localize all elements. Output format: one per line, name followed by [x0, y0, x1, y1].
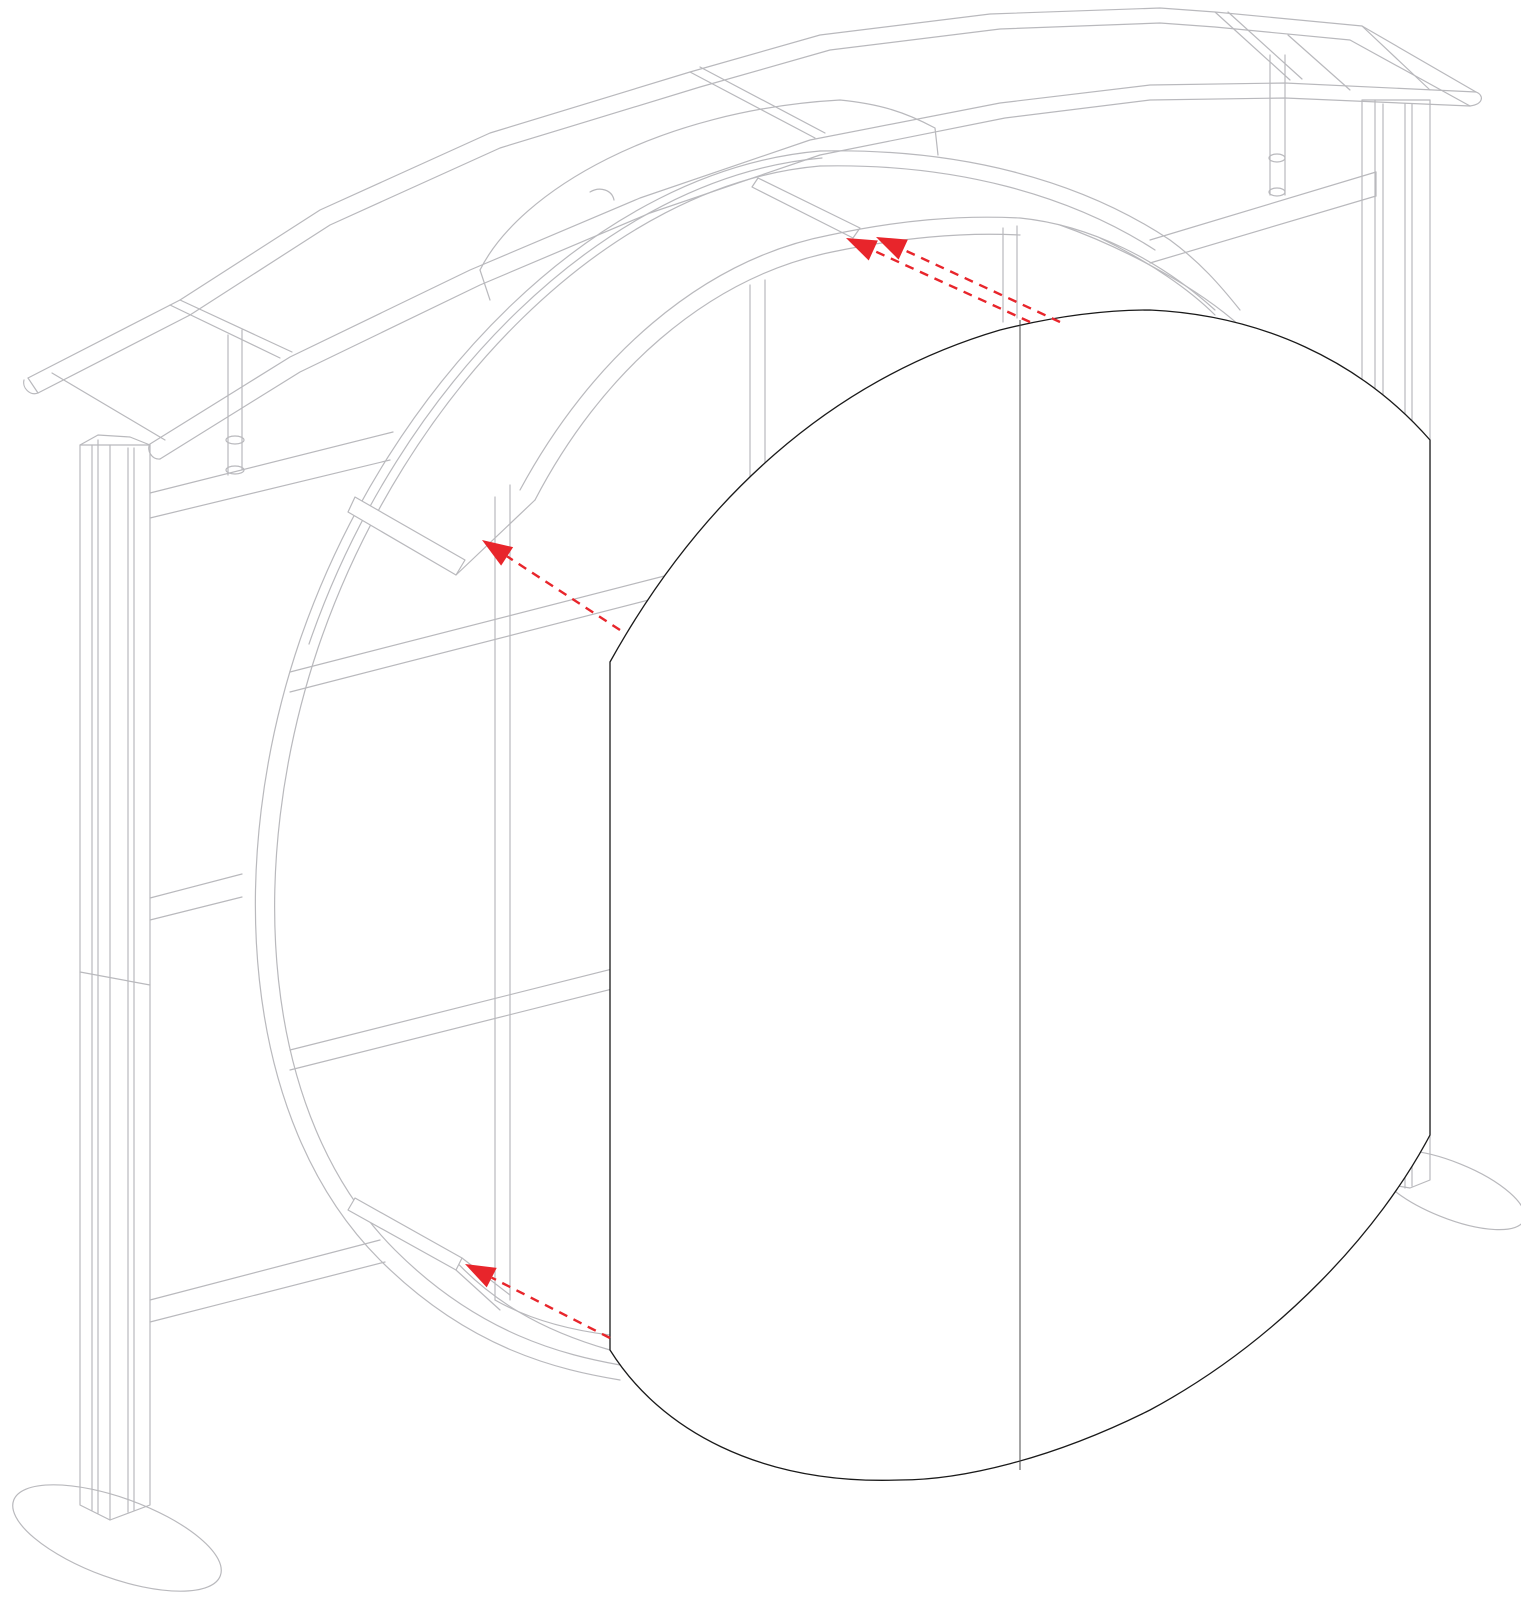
arrow-top-right-shaft: [902, 248, 1061, 324]
arrow-lower-left-shaft: [491, 1276, 611, 1340]
horizontal-rails: [149, 171, 1377, 1323]
left-post: [12, 434, 222, 1592]
vertical-uprights: [494, 225, 1018, 1301]
arrow-top-right-head: [876, 237, 908, 260]
arrow-top-right: [876, 237, 1061, 324]
ring-brackets: [347, 177, 861, 1311]
main-ring: [254, 150, 1241, 1381]
graphic-panel: [609, 309, 1431, 1481]
arrow-top-left-shaft: [872, 249, 1031, 324]
arrow-upper-left-head: [482, 540, 514, 566]
arrow-lower-left-head: [465, 1264, 497, 1288]
rear-ring: [479, 99, 1241, 327]
arrow-upper-left-shaft: [506, 555, 621, 632]
arrow-top-left: [846, 238, 1031, 324]
arrows-layer: [465, 237, 1061, 1340]
canopy-frame: [23, 7, 1482, 476]
arrow-lower-left: [465, 1264, 611, 1340]
arrow-top-left-head: [846, 238, 878, 261]
arrow-upper-left: [482, 540, 621, 632]
